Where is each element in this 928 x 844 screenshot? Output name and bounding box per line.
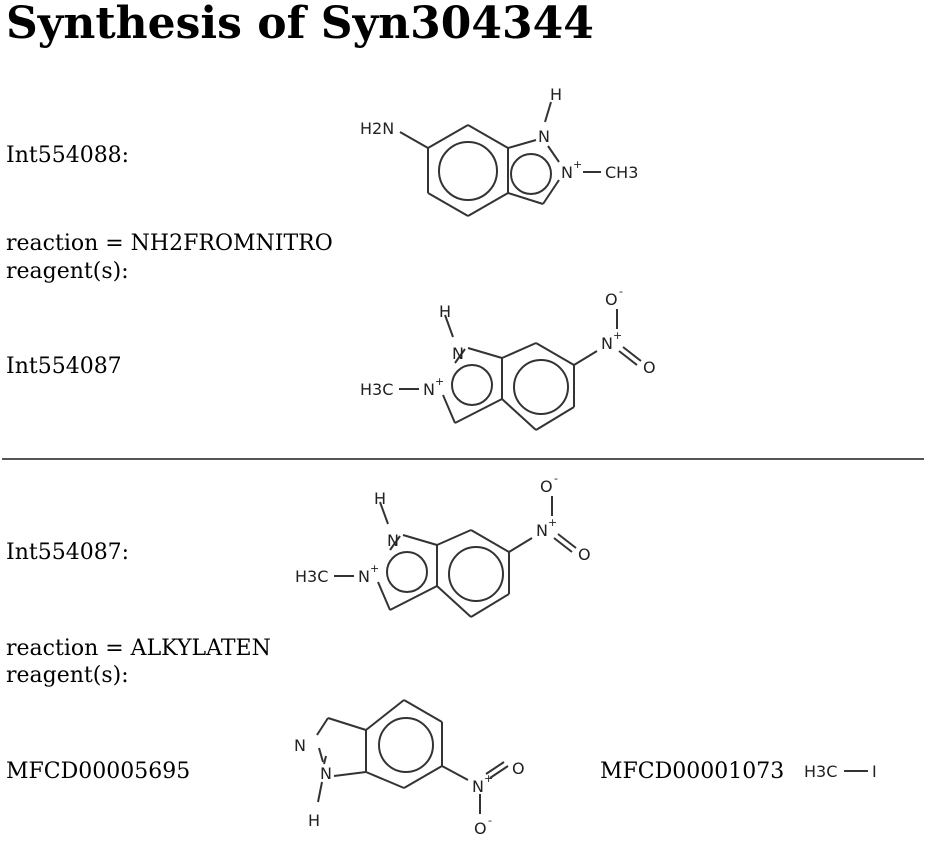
reactant-structure-mfcd00005695: N N H N + O O - — [294, 699, 525, 838]
charge-plus: + — [613, 329, 622, 342]
pyrazolium-ring — [507, 139, 560, 205]
atom-label-n: N — [561, 163, 573, 182]
benzene-ring — [365, 699, 443, 789]
charge-minus: - — [554, 472, 558, 485]
atom-label-i: I — [872, 762, 877, 781]
atom-label-n: N — [423, 380, 435, 399]
benzene-ring — [501, 342, 575, 431]
reaction-label: reaction = NH2FROMNITRO — [6, 231, 333, 256]
reactant-structure-mfcd00001073: H3C I — [804, 762, 877, 781]
reagents-label: reagent(s): — [6, 663, 129, 688]
charge-plus: + — [435, 375, 444, 388]
atom-label-n: N — [452, 344, 464, 363]
charge-minus: - — [619, 285, 623, 298]
product-structure-int554088: H2N H N N + CH3 — [360, 85, 638, 217]
atom-label-ch3: CH3 — [605, 163, 638, 182]
atom-label-h2n: H2N — [360, 119, 394, 138]
product-label: Int554088: — [6, 143, 130, 168]
atom-label-o: O — [512, 759, 525, 778]
charge-minus: - — [488, 814, 492, 827]
atom-label-o: O — [540, 477, 553, 496]
atom-label-n: N — [294, 736, 306, 755]
atom-label-h: H — [308, 811, 320, 830]
charge-plus: + — [370, 562, 379, 575]
atom-label-n: N — [536, 521, 548, 540]
atom-label-n: N — [358, 567, 370, 586]
charge-plus: + — [548, 516, 557, 529]
atom-label-h: H — [550, 85, 562, 104]
reactant-label: MFCD00005695 — [6, 759, 191, 784]
pyrazole-ring — [316, 717, 367, 777]
benzene-ring — [427, 124, 509, 217]
product-structure-int554087: H N H3C N + N + O - O — [295, 472, 591, 618]
atom-label-n: N — [320, 764, 332, 783]
reagents-label: reagent(s): — [6, 259, 129, 284]
atom-label-o: O — [643, 358, 656, 377]
charge-plus: + — [484, 772, 493, 785]
reaction-label: reaction = ALKYLATEN — [6, 636, 271, 661]
atom-label-n: N — [387, 531, 399, 550]
atom-label-h3c: H3C — [295, 567, 328, 586]
step-divider — [2, 458, 924, 460]
pyrazolium-ring — [442, 347, 503, 424]
benzene-ring — [436, 529, 510, 618]
atom-label-n: N — [472, 777, 484, 796]
atom-label-h: H — [439, 302, 451, 321]
page-title: Synthesis of Syn304344 — [6, 0, 594, 49]
pyrazolium-ring — [377, 534, 438, 611]
charge-plus: + — [573, 158, 582, 171]
atom-label-n: N — [601, 334, 613, 353]
atom-label-n: N — [538, 127, 550, 146]
product-label: Int554087: — [6, 540, 130, 565]
reactant-label: MFCD00001073 — [600, 759, 785, 784]
atom-label-h3c: H3C — [804, 762, 837, 781]
reactant-label: Int554087 — [6, 354, 122, 379]
atom-label-h: H — [374, 489, 386, 508]
atom-label-o: O — [578, 545, 591, 564]
atom-label-o: O — [474, 819, 487, 838]
reactant-structure-int554087: H N H3C N + N + O - O — [360, 285, 656, 431]
atom-label-h3c: H3C — [360, 380, 393, 399]
atom-label-o: O — [605, 290, 618, 309]
